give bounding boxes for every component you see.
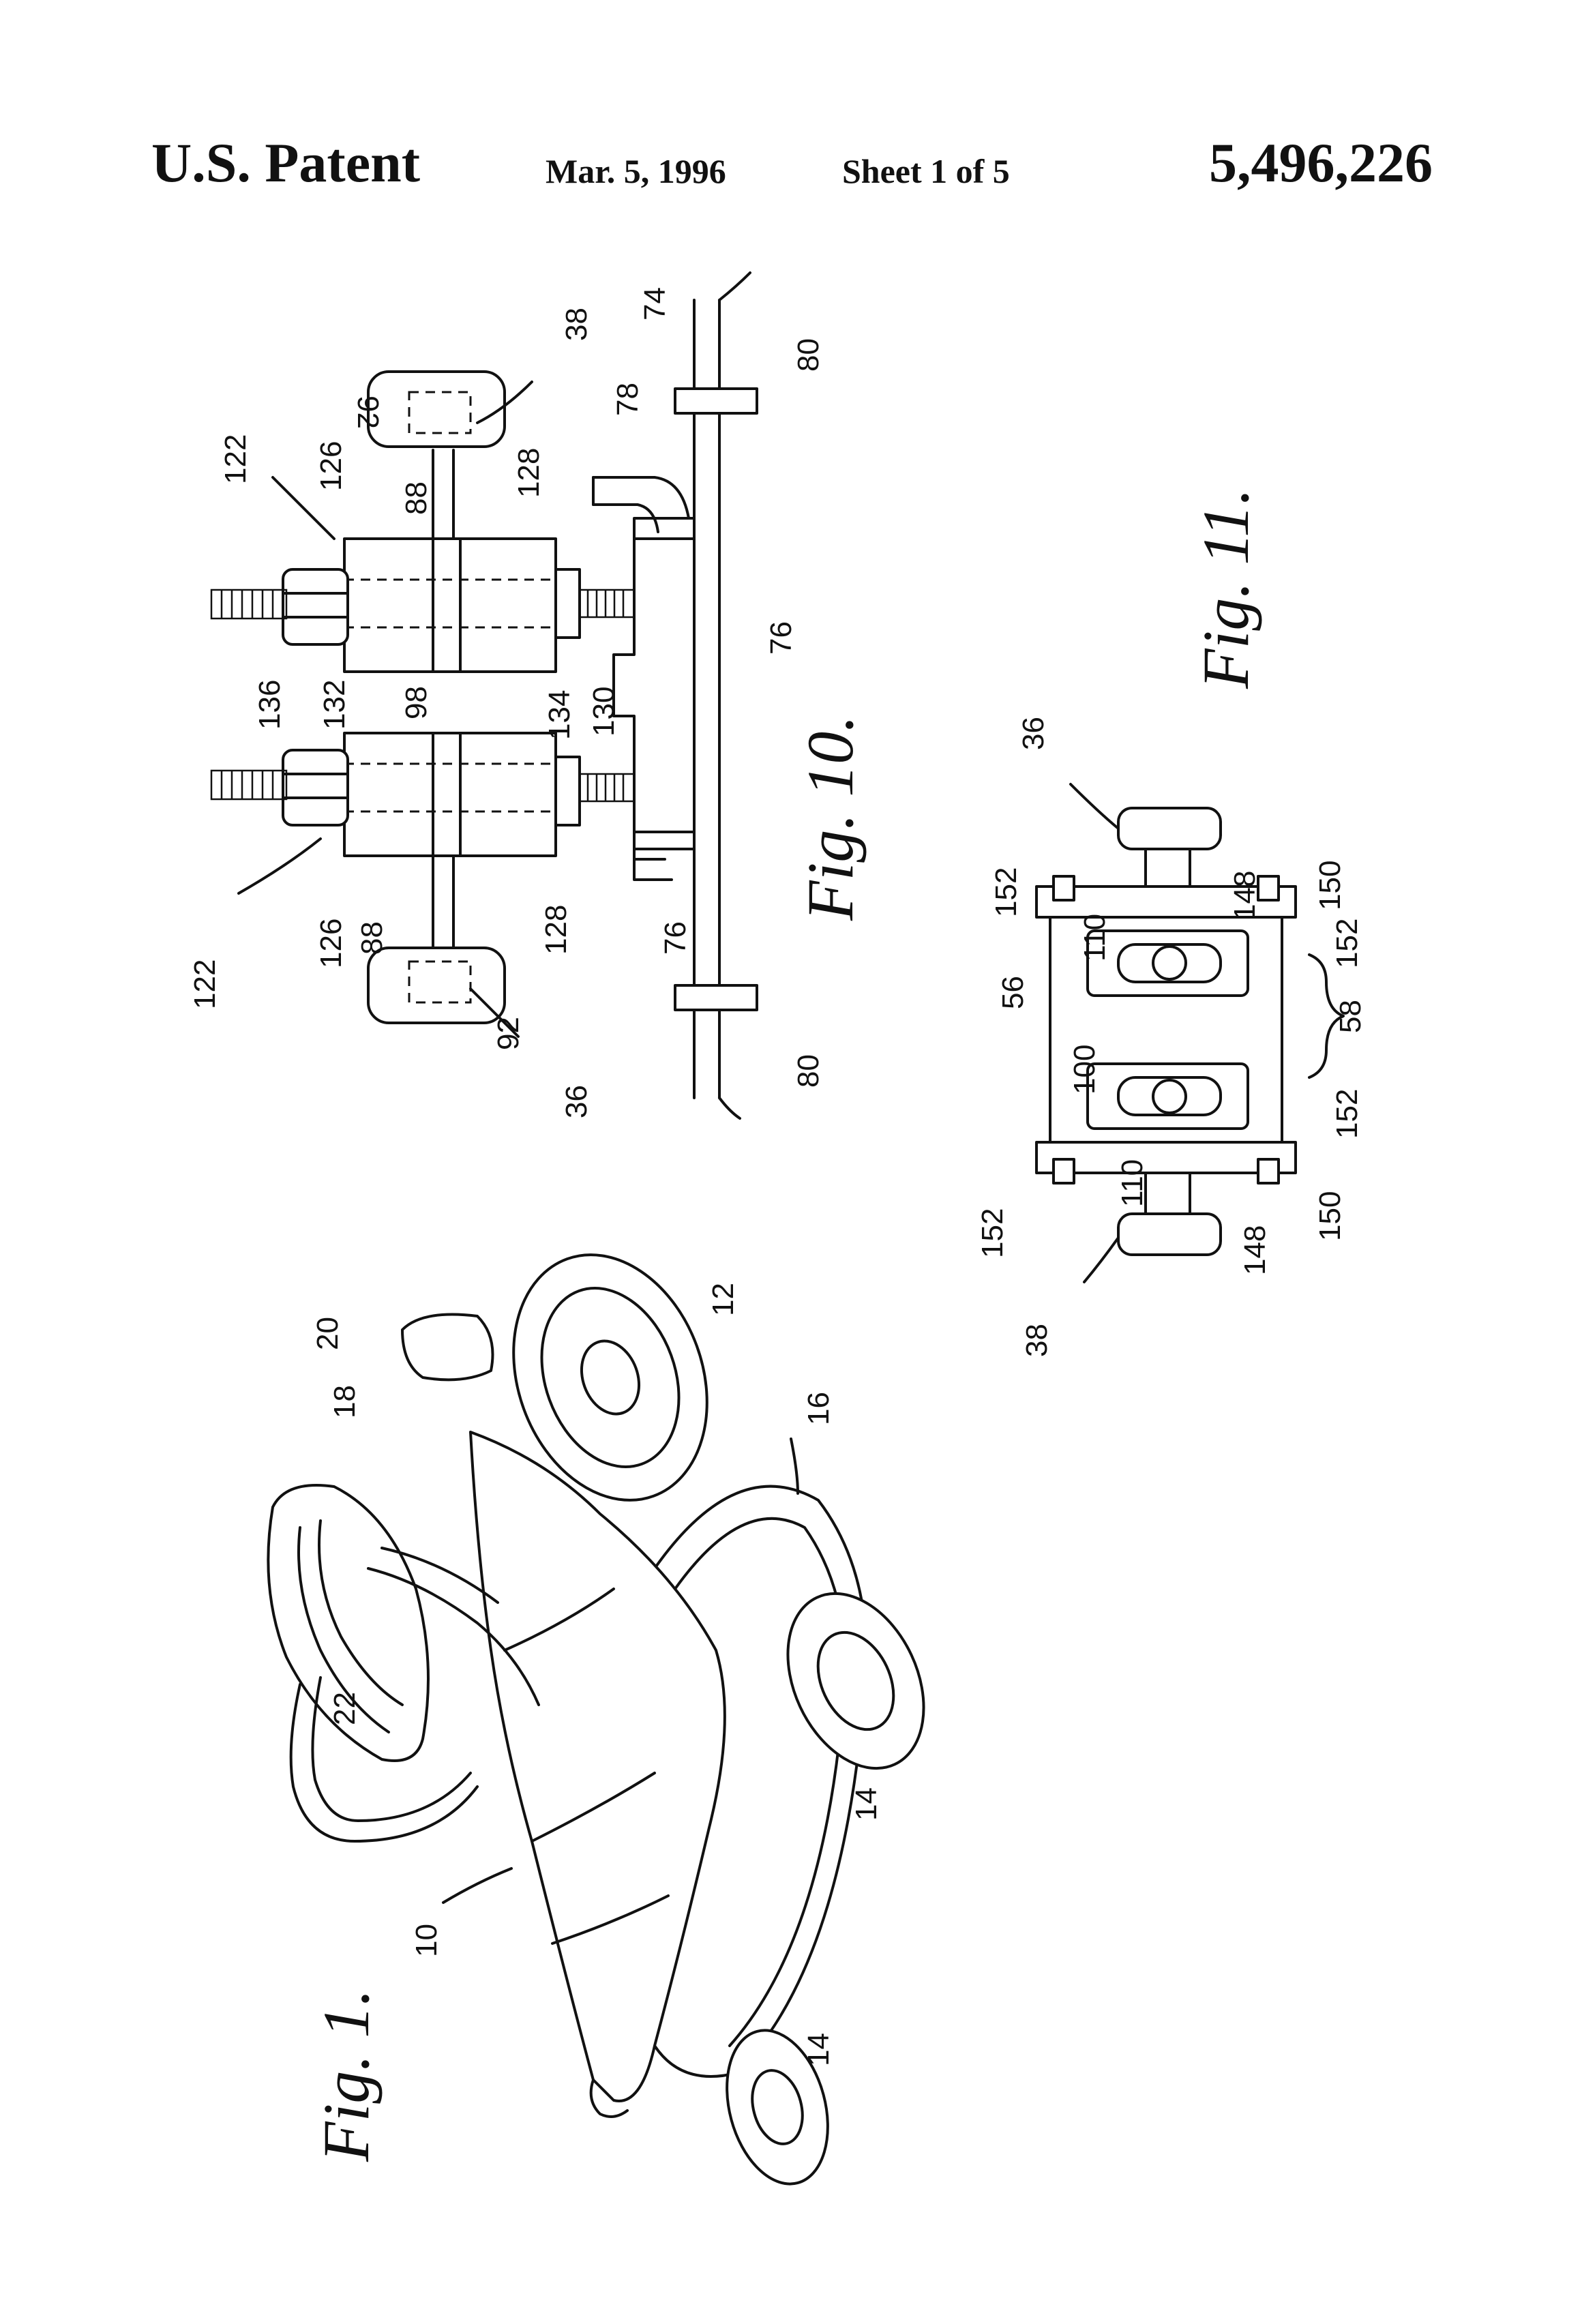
fig11-label-150: 150 [1313, 861, 1347, 910]
fig11-label-152: 152 [1330, 1089, 1364, 1139]
fig11-label-152: 152 [989, 867, 1023, 917]
fig1-label-14: 14 [802, 2033, 835, 2066]
fig11-label-152: 152 [1330, 919, 1364, 968]
fig1-label-20: 20 [311, 1317, 344, 1350]
fig1-label-22: 22 [328, 1692, 361, 1725]
fig10-label-132: 132 [318, 680, 351, 730]
fig1-label-16: 16 [802, 1392, 835, 1425]
fig11-label-36: 36 [1017, 717, 1050, 750]
fig10-label-98: 98 [400, 686, 433, 719]
fig10-label-76: 76 [659, 921, 692, 955]
fig10-label-38: 38 [560, 308, 593, 341]
fig10-labels: 122 122 126 126 128 128 88 88 92 92 38 3… [188, 287, 867, 1118]
fig10-label-74: 74 [638, 287, 672, 321]
fig10-label-126: 126 [314, 919, 348, 968]
fig1-label-12: 12 [706, 1283, 740, 1316]
fig10-drawing [211, 273, 757, 1118]
fig1-label-10: 10 [410, 1924, 443, 1957]
fig11-label-152: 152 [976, 1208, 1009, 1258]
fig11-label-58: 58 [1334, 1000, 1367, 1033]
fig10-label-128: 128 [539, 905, 573, 955]
fig10-label-80: 80 [792, 338, 825, 372]
fig11-label-150: 150 [1313, 1191, 1347, 1241]
fig10-caption: Fig. 10. [794, 715, 867, 921]
fig11-label-148: 148 [1238, 1225, 1272, 1275]
fig10-label-122: 122 [188, 959, 222, 1009]
fig10-label-130: 130 [587, 687, 621, 736]
fig10-label-136: 136 [253, 680, 286, 730]
fig10-label-88: 88 [355, 921, 389, 955]
fig10-label-78: 78 [611, 383, 644, 416]
fig11-caption: Fig. 11. [1189, 488, 1262, 689]
fig11-label-56: 56 [996, 976, 1030, 1009]
fig11-label-110: 110 [1078, 914, 1111, 962]
fig10-label-88: 88 [400, 481, 433, 515]
fig1-label-18: 18 [328, 1385, 361, 1418]
fig11-label-110: 110 [1116, 1159, 1149, 1207]
fig11-label-148: 148 [1228, 871, 1262, 921]
fig10-label-134: 134 [543, 690, 576, 740]
fig11-label-100: 100 [1068, 1045, 1101, 1094]
fig10-label-92: 92 [351, 396, 385, 429]
fig11-label-38: 38 [1020, 1324, 1054, 1357]
fig10-label-122: 122 [219, 434, 252, 484]
fig10-label-128: 128 [512, 448, 546, 498]
fig10-label-36: 36 [560, 1085, 593, 1118]
fig10-label-76: 76 [764, 621, 798, 655]
fig10-label-80: 80 [792, 1054, 825, 1088]
fig1-label-14: 14 [850, 1787, 883, 1821]
fig11-drawing [1036, 784, 1343, 1282]
fig10-label-92: 92 [492, 1017, 525, 1050]
fig1-caption: Fig. 1. [310, 1989, 383, 2162]
fig10-label-126: 126 [314, 441, 348, 491]
